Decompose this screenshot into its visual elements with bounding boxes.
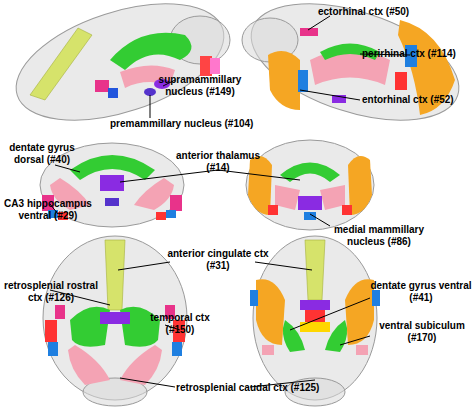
region-label: medial mammillary nucleus (#86)	[318, 224, 440, 248]
label-text: anterior thalamus (#14)	[176, 150, 260, 174]
label-text: perirhinal ctx (#114)	[362, 48, 456, 60]
label-text: retrosplenial rostral ctx (#126)	[0, 280, 102, 304]
region-label: premammillary nucleus (#104)	[110, 118, 253, 130]
region-label: temporal ctx (#150)	[148, 312, 212, 336]
region-label: dentate gyrus ventral (#41)	[370, 280, 472, 304]
label-text: premammillary nucleus (#104)	[110, 118, 253, 130]
label-text: temporal ctx (#150)	[148, 312, 212, 336]
region-label: anterior cingulate ctx (#31)	[162, 248, 274, 272]
label-text: entorhinal ctx (#52)	[362, 94, 454, 106]
label-text: anterior cingulate ctx (#31)	[162, 248, 274, 272]
label-text: supramammillary nucleus (#149)	[150, 74, 250, 98]
label-text: dentate gyrus ventral (#41)	[370, 280, 472, 304]
label-text: retrosplenial caudal ctx (#125)	[176, 382, 319, 394]
region-label: retrosplenial caudal ctx (#125)	[176, 382, 319, 394]
region-label: CA3 hippocampus ventral (#29)	[0, 198, 96, 222]
label-text: CA3 hippocampus ventral (#29)	[0, 198, 96, 222]
region-label: anterior thalamus (#14)	[176, 150, 260, 174]
region-label: dentate gyrus dorsal (#40)	[0, 142, 84, 166]
region-label: entorhinal ctx (#52)	[362, 94, 454, 106]
label-text: medial mammillary nucleus (#86)	[318, 224, 440, 248]
region-label: supramammillary nucleus (#149)	[150, 74, 250, 98]
region-label: ventral subiculum (#170)	[370, 320, 474, 344]
label-text: ectorhinal ctx (#50)	[318, 6, 409, 18]
label-text: ventral subiculum (#170)	[370, 320, 474, 344]
region-label: retrosplenial rostral ctx (#126)	[0, 280, 102, 304]
label-text: dentate gyrus dorsal (#40)	[0, 142, 84, 166]
region-label: ectorhinal ctx (#50)	[318, 6, 409, 18]
region-label: perirhinal ctx (#114)	[362, 48, 456, 60]
